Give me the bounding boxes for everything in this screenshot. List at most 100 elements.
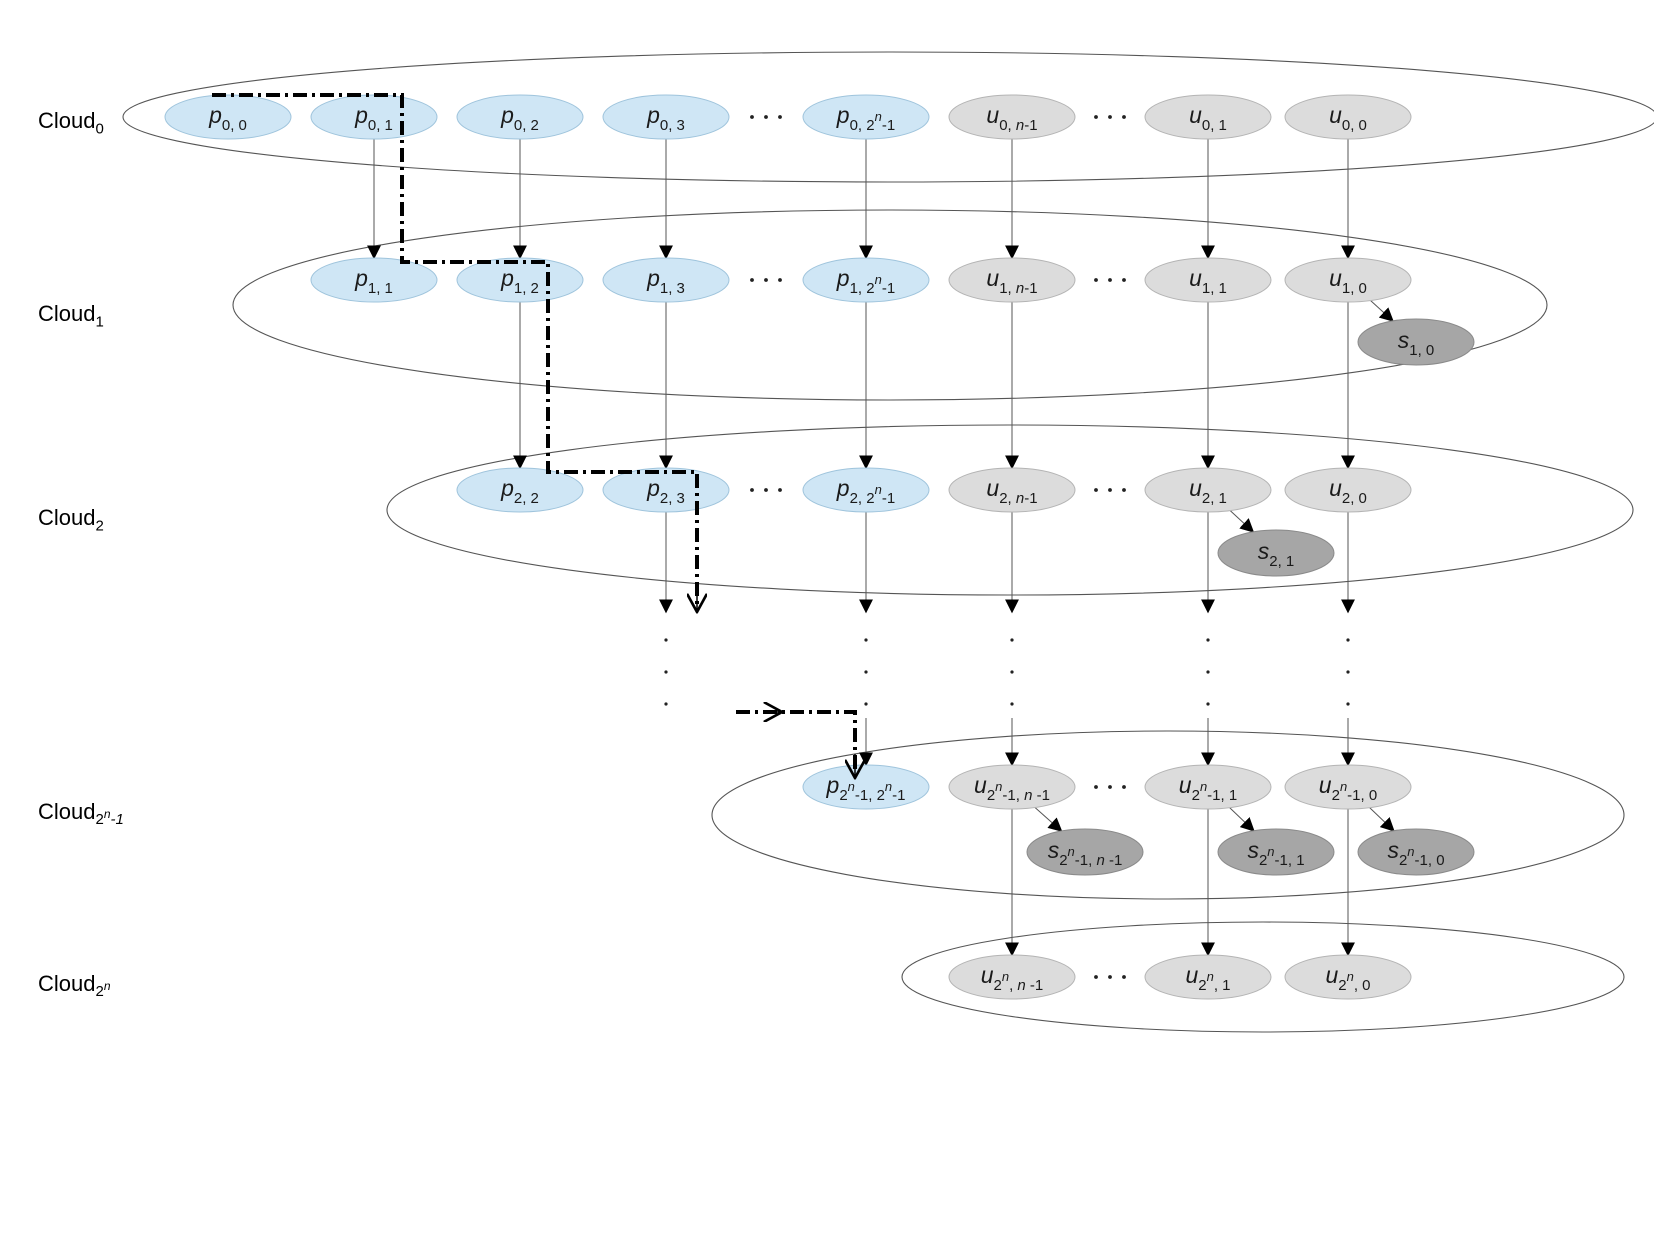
node-label-p02n: p0, 2n-1 [836, 102, 895, 134]
execution-path-layer [212, 93, 855, 778]
node-label-part: u [1329, 102, 1342, 128]
node-shape-u20 [1284, 467, 1412, 513]
node-shape-s21 [1217, 529, 1335, 577]
vertical-ellipsis-dot [1206, 702, 1210, 706]
node-label-part: -1 [1032, 787, 1050, 804]
node-label-part: p [354, 102, 368, 128]
node-label-part: p [500, 475, 514, 501]
node-shape-p03 [602, 94, 730, 140]
node-label-part: , [1009, 977, 1017, 994]
cloud-boundary-4 [901, 921, 1625, 1033]
execution-path-upper [212, 93, 699, 608]
node-label-part: u [1189, 475, 1202, 501]
node-label-u11: u1, 1 [1189, 265, 1227, 297]
node-label-part: 1, 0 [1409, 342, 1434, 359]
horizontal-ellipsis-dot [1094, 785, 1098, 789]
horizontal-ellipsis-dot [778, 115, 782, 119]
horizontal-ellipsis-dot [750, 488, 754, 492]
horizontal-ellipsis-dot [764, 278, 768, 282]
node-shape-sL0 [1357, 828, 1475, 876]
horizontal-ellipsis-dot [1108, 278, 1112, 282]
node-label-part: n [1200, 779, 1207, 794]
node-label-part: u [986, 265, 999, 291]
node-label-part: 0, 2 [514, 117, 539, 134]
edge-u21-s21 [1229, 510, 1255, 533]
node-label-part: -1 [1024, 280, 1037, 297]
horizontal-ellipsis-dot [778, 488, 782, 492]
node-label-sL0: s2n-1, 0 [1387, 837, 1444, 869]
horizontal-ellipsis-dot [750, 115, 754, 119]
node-pL: p2n-1, 2n-1 [802, 764, 930, 810]
horizontal-ellipsis-dot [1122, 975, 1126, 979]
horizontal-ellipsis-dot [1094, 975, 1098, 979]
node-shape-p12n [802, 257, 930, 303]
node-p23: p2, 3 [602, 467, 730, 513]
cloud-boundary-0 [122, 51, 1654, 183]
node-p13: p1, 3 [602, 257, 730, 303]
node-label-part: s [1387, 837, 1399, 863]
node-label-part: 0, 1 [1202, 117, 1227, 134]
node-label-part: 1, 2 [850, 280, 875, 297]
node-uF1: u2n, 1 [1144, 954, 1272, 1000]
node-label-u10: u1, 0 [1329, 265, 1367, 297]
node-shape-p02 [456, 94, 584, 140]
node-label-part: -1, 1 [1275, 852, 1305, 869]
horizontal-ellipsis-dot [1108, 488, 1112, 492]
node-label-part: n [875, 272, 882, 287]
node-u10: u1, 0 [1284, 257, 1412, 303]
node-label-part: n [1068, 844, 1075, 859]
node-label-uFn: u2n, n -1 [981, 962, 1044, 994]
node-label-part: n [1267, 844, 1274, 859]
node-label-sL1: s2n-1, 1 [1247, 837, 1304, 869]
node-label-part: 2 [1338, 977, 1346, 994]
node-label-p01: p0, 1 [354, 102, 393, 134]
node-label-part: p [500, 102, 514, 128]
node-label-s10: s1, 0 [1398, 327, 1435, 359]
node-label-part: p [646, 475, 660, 501]
node-label-part: u [1329, 475, 1342, 501]
node-p12n: p1, 2n-1 [802, 257, 930, 303]
node-label-part: s [1247, 837, 1259, 863]
cloud-boundary-3 [711, 730, 1625, 900]
node-u0n: u0, n-1 [948, 94, 1076, 140]
horizontal-ellipsis-dot [1094, 278, 1098, 282]
node-label-part: n [875, 109, 882, 124]
vertical-ellipsis-dot [1010, 670, 1014, 674]
node-label-p12n: p1, 2n-1 [836, 265, 895, 297]
node-label-s21: s2, 1 [1258, 538, 1295, 570]
horizontal-ellipsis-dot [1122, 785, 1126, 789]
node-label-part: 2, 2 [514, 490, 539, 507]
node-u2n: u2, n-1 [948, 467, 1076, 513]
cloud-boundary-2 [386, 424, 1634, 596]
node-label-p03: p0, 3 [646, 102, 685, 134]
cloud-1-label: Cloud1 [38, 301, 104, 331]
node-shape-p00 [164, 94, 292, 140]
node-label-part: p [354, 265, 368, 291]
node-label-part: 1, [999, 280, 1016, 297]
node-shape-p12 [456, 257, 584, 303]
node-label-part: s [1048, 837, 1060, 863]
node-label-part: n [1207, 969, 1214, 984]
node-label-part: n [1347, 969, 1354, 984]
node-p02n: p0, 2n-1 [802, 94, 930, 140]
node-shape-u1n [948, 257, 1076, 303]
vertical-ellipsis-dot [1010, 638, 1014, 642]
node-label-part: 2 [994, 977, 1002, 994]
node-u21: u2, 1 [1144, 467, 1272, 513]
node-label-part: p [646, 265, 660, 291]
vertical-ellipsis-dot [1206, 670, 1210, 674]
node-label-part: 2 [1399, 852, 1407, 869]
node-shape-u11 [1144, 257, 1272, 303]
node-label-part: 2 [987, 787, 995, 804]
node-p03: p0, 3 [602, 94, 730, 140]
node-uL0: u2n-1, 0 [1284, 764, 1412, 810]
node-label-part: u [974, 772, 987, 798]
cloud-final-label: Cloud2n [38, 971, 111, 1001]
node-label-part: -1, 1 [1207, 787, 1237, 804]
node-label-part: 2 [1059, 852, 1067, 869]
node-label-part: n [1016, 490, 1024, 507]
node-label-part: p [500, 265, 514, 291]
node-label-u01: u0, 1 [1189, 102, 1227, 134]
cloud-boundary-1 [232, 209, 1548, 401]
